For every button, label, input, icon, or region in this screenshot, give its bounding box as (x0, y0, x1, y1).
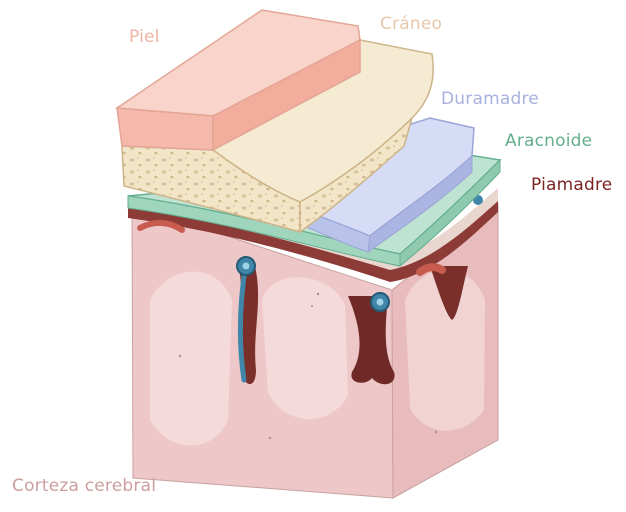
piel-front-edge (117, 108, 213, 150)
label-craneo: Cráneo (380, 14, 442, 34)
gyrus-middle (262, 277, 348, 419)
gyrus-left (150, 272, 232, 446)
label-duramadre: Duramadre (441, 89, 539, 109)
label-piel: Piel (129, 27, 160, 47)
label-corteza-cerebral: Corteza cerebral (12, 476, 156, 496)
label-aracnoide: Aracnoide (505, 131, 592, 151)
label-piamadre: Piamadre (531, 175, 612, 195)
